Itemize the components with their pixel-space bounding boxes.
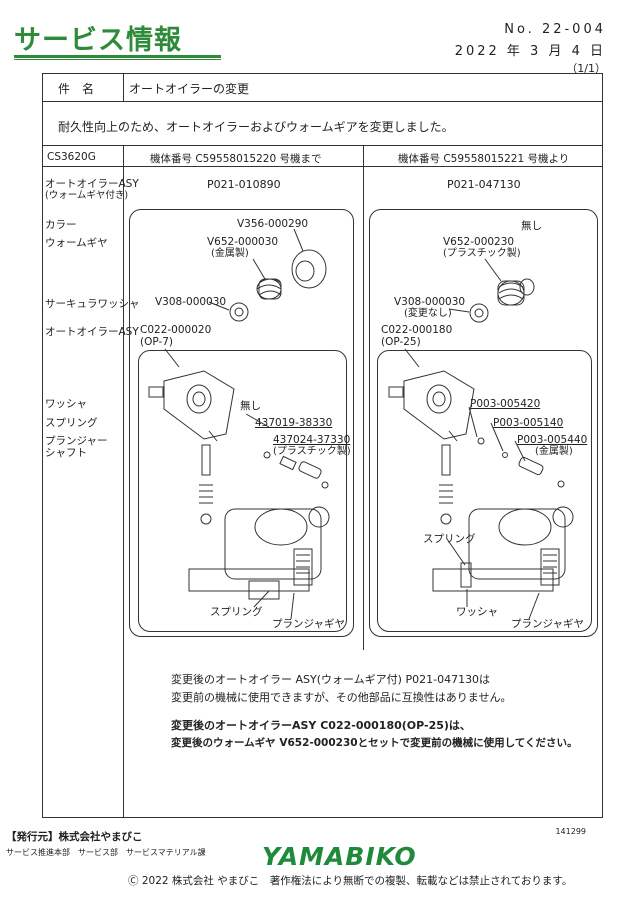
worm-gear-icon	[256, 278, 282, 300]
before-header: 機体番号 C59558015220 号機まで	[150, 153, 322, 165]
after-parts-illustration	[388, 258, 574, 620]
after-inner-panel	[377, 350, 592, 632]
before-worm-part: V652-000030	[207, 236, 279, 248]
title-underline-thin	[14, 59, 221, 60]
after-callout-washer: ワッシャ	[456, 606, 498, 618]
after-washer-part: P003-005420	[470, 398, 541, 410]
document-date: 2022 年 3 月 4 日	[454, 44, 606, 59]
copyright-notice: Ⓒ 2022 株式会社 やまびこ 著作権法により無断での複製、転載などは禁止され…	[128, 875, 573, 887]
after-circlip-part: V308-000030	[394, 296, 466, 308]
before-oiler-op: (OP-7)	[140, 336, 174, 348]
page-title: サービス情報	[14, 25, 182, 56]
row-label-shaft: シャフト	[45, 447, 87, 459]
after-assy-part: P021-047130	[447, 178, 521, 191]
note-line-4: 変更後のウォームギヤ V652-000230とセットで変更前の機械に使用してくだ…	[171, 737, 578, 749]
row-label-assy-sub: (ウォームギヤ付き)	[45, 190, 129, 201]
collar-icon	[291, 249, 327, 289]
note-line-2: 変更前の機械に使用できますが、その他部品に互換性はありません。	[171, 691, 512, 704]
row-label-washer: ワッシャ	[45, 398, 87, 410]
circlip-icon	[469, 303, 489, 323]
before-spring-part: 437019-38330	[255, 417, 333, 429]
after-spring-part: P003-005140	[493, 417, 564, 429]
row-label-circlip: サーキュラワッシャ	[45, 298, 140, 310]
note-line-3: 変更後のオートオイラーASY C022-000180(OP-25)は、	[171, 719, 471, 732]
section-view-icon	[188, 506, 330, 600]
oiler-assy-icon	[388, 370, 475, 442]
divider	[42, 101, 603, 102]
divider	[123, 145, 124, 818]
before-circlip-part: V308-000030	[155, 296, 227, 308]
subject-value: オートオイラーの変更	[129, 82, 250, 96]
after-worm-note: (プラスチック製)	[443, 248, 521, 259]
row-label-assy: オートオイラーASY	[45, 178, 139, 190]
section-view-icon	[432, 506, 574, 592]
document-frame	[42, 73, 603, 818]
after-worm-part: V652-000230	[443, 236, 515, 248]
row-label-plunger: プランジャー	[45, 435, 108, 447]
after-callout-spring: スプリング	[423, 533, 476, 545]
company-logo: YAMABIKO	[262, 842, 417, 871]
publisher: 【発行元】株式会社やまびこ	[6, 831, 143, 843]
summary-text: 耐久性向上のため、オートオイラーおよびウォームギアを変更しました。	[58, 120, 454, 134]
circlip-icon	[229, 302, 249, 322]
subject-label: 件 名	[58, 82, 95, 96]
row-label-spring: スプリング	[45, 417, 98, 429]
after-header: 機体番号 C59558015221 号機より	[398, 153, 570, 165]
after-panel	[369, 209, 598, 637]
page-indicator: （1/1）	[566, 62, 606, 75]
document-code: 141299	[555, 827, 586, 836]
after-collar-note: 無し	[521, 220, 542, 232]
after-circlip-note: (変更なし)	[404, 308, 452, 319]
before-assy-part: P021-010890	[207, 178, 281, 191]
after-plunger-note: (金属製)	[535, 446, 573, 457]
after-callout-plunger: プランジャギヤ	[511, 618, 584, 630]
row-label-oiler-assy: オートオイラーASY	[45, 326, 139, 338]
oiler-assy-icon	[148, 370, 235, 442]
plunger-parts-icon	[263, 451, 329, 489]
before-worm-note: (金属製)	[211, 248, 249, 259]
after-oiler-part: C022-000180	[381, 324, 453, 336]
after-plunger-part: P003-005440	[517, 434, 588, 446]
before-callout-plunger: プランジャギヤ	[272, 618, 345, 630]
document-number: No. 22-004	[504, 22, 606, 37]
divider	[42, 145, 603, 146]
before-oiler-part: C022-000020	[140, 324, 212, 336]
title-underline	[14, 55, 221, 58]
divider	[363, 145, 364, 650]
before-collar-part: V356-000290	[237, 218, 309, 230]
before-plunger-part: 437024-37330	[273, 434, 351, 446]
model-name: CS3620G	[47, 151, 96, 163]
before-panel	[129, 209, 354, 637]
before-washer-note: 無し	[240, 400, 261, 412]
after-oiler-op: (OP-25)	[381, 336, 421, 348]
plunger-parts-icon	[477, 437, 565, 488]
before-plunger-note: (プラスチック製)	[273, 446, 351, 457]
note-line-1: 変更後のオートオイラー ASY(ウォームギア付) P021-047130は	[171, 673, 491, 686]
worm-gear-icon	[497, 278, 535, 306]
before-parts-illustration	[148, 228, 330, 620]
department: サービス推進本部 サービス部 サービスマテリアル課	[6, 848, 206, 857]
divider	[42, 166, 603, 167]
row-label-collar: カラー	[45, 219, 77, 231]
before-inner-panel	[138, 350, 347, 632]
row-label-worm-gear: ウォームギヤ	[45, 237, 108, 249]
divider	[123, 73, 124, 101]
before-callout-spring: スプリング	[210, 606, 263, 618]
